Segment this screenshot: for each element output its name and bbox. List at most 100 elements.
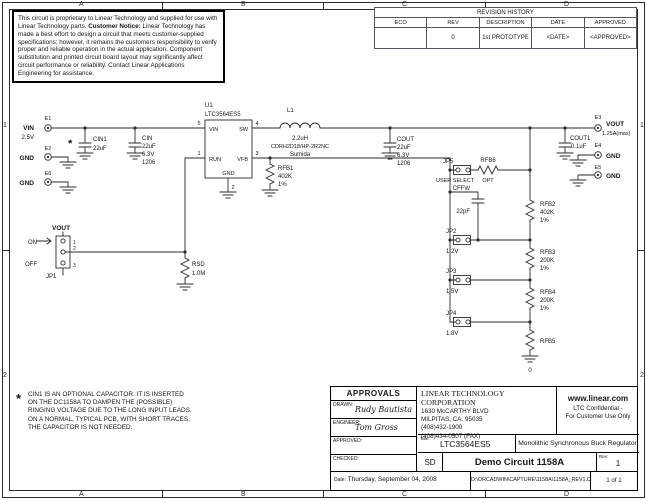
footnote-asterisk: * bbox=[16, 391, 22, 406]
footnote-line: THE CAPACITOR IS NOT NEEDED. bbox=[28, 423, 133, 431]
engineer-label: ENGINEER: bbox=[333, 420, 361, 426]
rev-label: Rev: bbox=[599, 454, 609, 459]
revision-row: 0 1st PROTOTYPE <DATE> <APPROVED> bbox=[373, 27, 638, 49]
cin-voltage: 6.3V bbox=[142, 152, 154, 158]
date-label: Date: bbox=[334, 477, 346, 483]
rfb1-value: 402K bbox=[278, 174, 292, 180]
inductor-l1: L1 2.2uH CDRH2D18/HP-2R2NC Sumida bbox=[271, 108, 329, 158]
resistor-rfb1: RFB1 402K 1% bbox=[264, 163, 294, 188]
turret-e6: E6 GND bbox=[20, 171, 52, 187]
title-label: Title: bbox=[420, 436, 430, 441]
e1-ref: E1 bbox=[45, 116, 52, 122]
footnote-line: RINGING VOLTAGE DUE TO THE LONG INPUT LE… bbox=[28, 407, 192, 415]
vin-voltage-label: 2.5V bbox=[22, 135, 34, 141]
proprietary-notice-box: This circuit is proprietary to Linear Te… bbox=[12, 10, 225, 83]
approvals-row-checked: CHECKED: bbox=[331, 455, 416, 472]
e5-gnd-label: GND bbox=[606, 173, 621, 180]
u1-ref: U1 bbox=[205, 103, 213, 109]
jp1-pin-1: 1 bbox=[73, 240, 76, 246]
u1-pin-number-5: 5 bbox=[197, 121, 200, 127]
rsd-value: 1.0M bbox=[192, 271, 205, 277]
turret-e3: E3 VOUT 1.25A(max) bbox=[594, 115, 631, 137]
turret-e5: E5 GND bbox=[594, 165, 621, 180]
company-name: LINEAR TECHNOLOGY CORPORATION bbox=[421, 389, 505, 407]
u1-pin-vfb: VFB bbox=[237, 157, 248, 163]
zone-tick bbox=[485, 491, 486, 498]
u1-pin-gnd: GND bbox=[222, 171, 234, 177]
date-cell: Date: Thursday, September 04, 2008 bbox=[331, 472, 471, 490]
zone-tick bbox=[162, 2, 163, 9]
resistor-rfb6: RFB6 OPT bbox=[477, 158, 499, 184]
jp1-pin-3: 3 bbox=[73, 263, 76, 269]
footnote-line: ON A NORMAL, TYPICAL PCB, WITH SHORT TRA… bbox=[28, 415, 190, 423]
jp1-on-label: ON bbox=[28, 240, 37, 246]
jumper-jp4: JP4 1.8V bbox=[446, 311, 471, 337]
sheet-number: 1 of 1 bbox=[606, 477, 622, 484]
approvals-title: APPROVALS bbox=[331, 387, 416, 401]
jp5-user-select-label: USER SELECT bbox=[436, 178, 475, 184]
rsd-ref: RSD bbox=[192, 262, 205, 268]
rfb5-ref: RFB5 bbox=[540, 339, 556, 345]
jp2-ref: JP2 bbox=[446, 229, 457, 235]
cin1-value: 22uF bbox=[93, 146, 107, 152]
website-url: www.linear.com bbox=[567, 394, 629, 403]
jp1-ref: JP1 bbox=[46, 274, 57, 280]
resistor-rfb4: RFB4 200K 1% bbox=[524, 287, 556, 312]
web-confidential-block: www.linear.com LTC Confidential - For Cu… bbox=[556, 387, 639, 434]
title-row: Title: LTC3564ES5 Monolithic Synchronous… bbox=[418, 435, 639, 453]
frame-inner-border bbox=[9, 9, 638, 491]
e6-ref: E6 bbox=[45, 171, 52, 177]
ground-net-0-label: 0 bbox=[528, 368, 532, 374]
company-phone: (408)432-1900 bbox=[421, 424, 463, 432]
jp1-vout-net-label: VOUT bbox=[52, 225, 70, 232]
jumper-jp2: JP2 1.2V bbox=[446, 229, 471, 255]
rfb4-value: 200K bbox=[540, 298, 554, 304]
rfb2-ref: RFB2 bbox=[540, 202, 556, 208]
capacitor-cout1: COUT1 0.1uF bbox=[558, 136, 591, 150]
capacitor-cin: CIN 22uF 6.3V 1206 bbox=[128, 136, 156, 166]
footnote-line: ON THE DC1158A TO DAMPEN THE (POSSIBLE) bbox=[28, 399, 173, 407]
rfb3-value: 200K bbox=[540, 258, 554, 264]
resistor-rfb3: RFB3 200K 1% bbox=[524, 247, 556, 272]
l1-ref: L1 bbox=[287, 108, 294, 114]
l1-part-number: CDRH2D18/HP-2R2NC bbox=[271, 144, 329, 150]
jp1-off-label: OFF bbox=[25, 262, 37, 268]
zone-tick bbox=[2, 250, 9, 251]
title-block-right: LINEAR TECHNOLOGY CORPORATION 1630 McCAR… bbox=[418, 387, 639, 472]
company-block: LINEAR TECHNOLOGY CORPORATION 1630 McCAR… bbox=[421, 389, 551, 441]
ic-u1-ltc3564: U1 LTC3564ES5 VIN SW RUN VFB GND 5 1 4 3… bbox=[197, 103, 258, 191]
company-fax: (408)434-0507 (FAX) bbox=[421, 432, 481, 440]
u1-pin-vin: VIN bbox=[209, 127, 218, 133]
zone-letter-top: B bbox=[241, 1, 246, 8]
jp1-pin-2: 2 bbox=[73, 246, 76, 252]
resistor-rfb2: RFB2 402K 1% bbox=[524, 199, 556, 224]
rfb2-tolerance: 1% bbox=[540, 218, 549, 224]
zone-number-left: 1 bbox=[3, 122, 7, 129]
l1-value: 2.2uH bbox=[292, 136, 308, 142]
file-path: D:\ORCADWIN\CAPTURE\1158A\1158A_REV1.DSN bbox=[471, 472, 591, 490]
jumper-jp5: JP5 USER SELECT bbox=[436, 159, 475, 184]
wires bbox=[50, 127, 596, 357]
rfb2-value: 402K bbox=[540, 210, 554, 216]
jumper-jp3: JP3 1.5V bbox=[446, 269, 471, 295]
document-number: Demo Circuit 1158A bbox=[443, 453, 597, 472]
zone-letter-bottom: B bbox=[241, 491, 246, 498]
drawn-name: Rudy Bautista bbox=[355, 405, 413, 414]
zone-tick bbox=[638, 250, 645, 251]
approvals-row-approved: APPROVED: bbox=[331, 437, 416, 455]
u1-pin-number-3: 3 bbox=[255, 151, 258, 157]
zone-tick bbox=[485, 2, 486, 9]
zone-letter-bottom: D bbox=[564, 491, 570, 498]
confidential-line-1: LTC Confidential - bbox=[573, 405, 623, 412]
cin1-ref: CIN1 bbox=[93, 137, 107, 143]
e4-ref: E4 bbox=[595, 143, 602, 149]
u1-pin-run: RUN bbox=[209, 157, 221, 163]
circuit-description: Monolithic Synchronous Buck Regulator bbox=[515, 435, 639, 452]
vout-net-label: VOUT bbox=[606, 121, 624, 128]
rfb6-ref: RFB6 bbox=[480, 158, 496, 164]
zone-tick bbox=[162, 491, 163, 498]
ground-symbols bbox=[59, 152, 587, 363]
cout-ref: COUT bbox=[397, 137, 414, 143]
